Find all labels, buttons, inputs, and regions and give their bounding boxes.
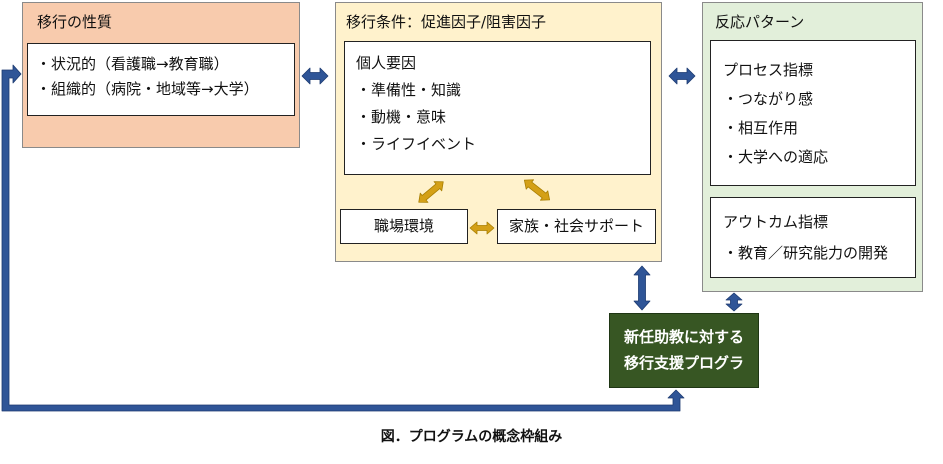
double-arrow-workplace-family [469, 221, 495, 235]
nature-item-organizational: ・組織的（病院・地域等→大学） [36, 80, 259, 98]
double-arrow-response-program [725, 292, 743, 312]
workplace-box: 職場環境 [340, 209, 468, 244]
personal-item-readiness: ・準備性・知識 [356, 81, 462, 99]
double-arrow-nature-conditions [301, 67, 329, 85]
conditions-title: 移行条件：促進因子/阻害因子 [346, 13, 547, 31]
family-support-box: 家族・社会サポート [497, 209, 656, 244]
double-arrow-personal-workplace [418, 181, 444, 203]
figure-caption: 図．プログラムの概念枠組み [380, 429, 563, 445]
process-item-interaction: ・相互作用 [723, 119, 799, 137]
program-line-1: 新任助教に対する [623, 328, 744, 346]
double-arrow-personal-family [523, 179, 551, 201]
nature-items-box: ・状況的（看護職→教育職） ・組織的（病院・地域等→大学） [27, 43, 295, 116]
outcome-item-capacity: ・教育／研究能力の開発 [723, 244, 889, 262]
outcome-indicators-box: アウトカム指標 ・教育／研究能力の開発 [710, 197, 916, 278]
response-title: 反応パターン [715, 13, 805, 31]
program-line-2: 移行支援プログラ [623, 354, 744, 372]
nature-title: 移行の性質 [37, 13, 113, 31]
response-box: 反応パターン プロセス指標 ・つながり感 ・相互作用 ・大学への適応 アウトカム… [702, 2, 923, 292]
double-arrow-conditions-response [668, 67, 696, 85]
workplace-label: 職場環境 [373, 217, 434, 235]
process-item-connection: ・つながり感 [723, 90, 814, 108]
program-box: 新任助教に対する 移行支援プログラ [609, 313, 759, 388]
process-heading: プロセス指標 [723, 61, 814, 79]
personal-item-motivation: ・動機・意味 [356, 108, 447, 126]
personal-factors-box: 個人要因 ・準備性・知識 ・動機・意味 ・ライフイベント [344, 41, 651, 175]
nature-box: 移行の性質 ・状況的（看護職→教育職） ・組織的（病院・地域等→大学） [22, 2, 300, 148]
feedback-loop-arrow [1, 64, 685, 412]
double-arrow-conditions-program [633, 265, 651, 311]
process-item-adaptation: ・大学への適応 [723, 148, 829, 166]
nature-item-situational: ・状況的（看護職→教育職） [36, 55, 229, 73]
personal-heading: 個人要因 [356, 54, 417, 72]
personal-item-life-event: ・ライフイベント [356, 135, 477, 153]
process-indicators-box: プロセス指標 ・つながり感 ・相互作用 ・大学への適応 [710, 40, 916, 186]
family-support-label: 家族・社会サポート [508, 217, 644, 235]
conditions-box: 移行条件：促進因子/阻害因子 個人要因 ・準備性・知識 ・動機・意味 ・ライフイ… [335, 2, 662, 262]
outcome-heading: アウトカム指標 [723, 213, 829, 231]
